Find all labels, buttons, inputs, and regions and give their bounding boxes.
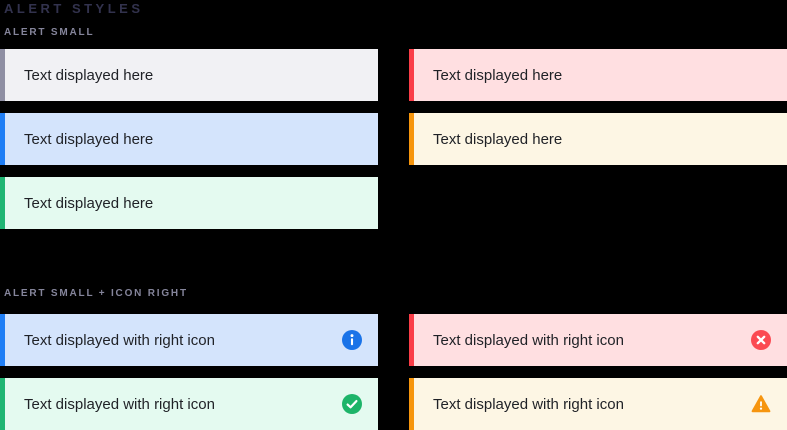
alert-success-icon-right: Text displayed with right icon <box>0 378 378 430</box>
alert-text: Text displayed with right icon <box>24 395 215 413</box>
alert-text: Text displayed with right icon <box>24 331 215 349</box>
error-icon <box>751 330 771 350</box>
alert-text: Text displayed here <box>433 66 563 84</box>
info-icon <box>342 330 362 350</box>
page-title: ALERT STYLES <box>4 1 144 16</box>
alert-text: Text displayed here <box>24 66 154 84</box>
alert-text: Text displayed here <box>24 130 154 148</box>
section-label-alert-small: ALERT SMALL <box>4 27 95 38</box>
alert-warning: Text displayed here <box>409 113 787 165</box>
alert-text: Text displayed here <box>24 194 154 212</box>
alert-neutral: Text displayed here <box>0 49 378 101</box>
alert-info-icon-right: Text displayed with right icon <box>0 314 378 366</box>
alert-error: Text displayed here <box>409 49 787 101</box>
alert-success: Text displayed here <box>0 177 378 229</box>
alert-warning-icon-right: Text displayed with right icon <box>409 378 787 430</box>
alert-text: Text displayed with right icon <box>433 395 624 413</box>
alert-info: Text displayed here <box>0 113 378 165</box>
alert-error-icon-right: Text displayed with right icon <box>409 314 787 366</box>
warning-icon <box>751 394 771 414</box>
check-icon <box>342 394 362 414</box>
alert-text: Text displayed here <box>433 130 563 148</box>
alert-text: Text displayed with right icon <box>433 331 624 349</box>
section-label-alert-small-icon-right: ALERT SMALL + ICON RIGHT <box>4 288 188 299</box>
